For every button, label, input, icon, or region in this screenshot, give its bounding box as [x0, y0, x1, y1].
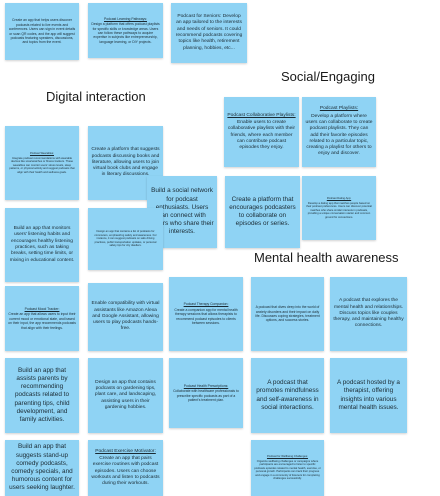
- note-body: Design an app that contains a list of po…: [94, 230, 157, 248]
- note-title: Podcast Wearables:: [29, 152, 54, 155]
- note-body: Create an app that allows users to input…: [8, 312, 76, 330]
- sticky-note-commuters[interactable]: Design an app that contains a list of po…: [88, 208, 163, 270]
- note-title: Podcast Learning Pathways:: [104, 16, 147, 21]
- sticky-note-anxiety-podcast[interactable]: A podcast that dives deep into the world…: [251, 277, 324, 351]
- sticky-note-dating-app[interactable]: Podcast Dating App: Develop a dating app…: [302, 176, 376, 240]
- heading-social-engaging: Social/Engaging: [281, 69, 375, 84]
- sticky-note-podcast-playlists[interactable]: Podcast Playlists: Develop a platform wh…: [302, 97, 376, 167]
- sticky-note-live-events[interactable]: Create an app that helps users discover …: [5, 3, 79, 60]
- heading-digital-interaction: Digital interaction: [46, 89, 146, 104]
- sticky-note-virtual-assistants[interactable]: Enable compatibility with virtual assist…: [88, 283, 163, 351]
- sticky-note-listening-habits[interactable]: Build an app that monitors users' listen…: [5, 208, 79, 282]
- note-title: Podcast Dating App:: [326, 197, 352, 200]
- note-body: Design a platform that offers podcast pl…: [91, 22, 160, 44]
- note-body: A podcast that explores the mental healt…: [333, 298, 404, 329]
- note-body: Build an app that monitors users' listen…: [9, 226, 75, 263]
- note-body: Enable compatibility with virtual assist…: [91, 301, 160, 332]
- sticky-note-comedy[interactable]: Build an app that suggests stand-up come…: [5, 440, 79, 496]
- note-body: Organize wellbeing challenges or campaig…: [254, 459, 321, 481]
- note-body: Design an app that contains podcasts on …: [94, 379, 157, 410]
- note-body: Podcast for Seniors: Develop an app tail…: [175, 14, 243, 51]
- note-title: Podcast Collaborative Playlists:: [227, 112, 296, 118]
- sticky-note-parenting[interactable]: Build an app that assists parents by rec…: [5, 358, 79, 433]
- note-body: Build an app that suggests stand-up come…: [9, 443, 75, 492]
- note-title: Podcast Therapy Companion:: [183, 302, 229, 307]
- sticky-note-book-clubs[interactable]: Create a platform that suggests podcasts…: [88, 126, 163, 200]
- note-body: A podcast hosted by a therapist, offerin…: [337, 379, 400, 411]
- heading-mental-health-awareness: Mental health awareness: [254, 250, 399, 265]
- note-body: Create a platform that encourages podcas…: [229, 195, 296, 228]
- note-body: Create a platform that suggests podcasts…: [91, 147, 160, 178]
- note-body: Collaborate with healthcare professional…: [173, 389, 239, 402]
- sticky-note-gardening[interactable]: Design an app that contains podcasts on …: [88, 358, 163, 433]
- note-body: Create a companion app for mental health…: [174, 307, 238, 326]
- note-title: Podcast Mood Tracker:: [24, 306, 60, 311]
- note-body: Build an app that assists parents by rec…: [14, 366, 70, 423]
- note-body: A podcast that dives deep into the world…: [255, 305, 320, 323]
- sticky-note-wearables[interactable]: Podcast Wearables: Integrate podcast rec…: [5, 126, 79, 200]
- sticky-note-seniors[interactable]: Podcast for Seniors: Develop an app tail…: [171, 3, 247, 63]
- note-body: Integrate podcast recommendations with w…: [9, 156, 75, 174]
- note-body: Create an app that helps users discover …: [8, 18, 76, 45]
- sticky-note-relationships-podcast[interactable]: A podcast that explores the mental healt…: [330, 277, 407, 351]
- note-body: Build a social network for podcast enthu…: [150, 187, 214, 236]
- sticky-note-wellbeing-challenges[interactable]: Podcast for Wellbeing Challenges: Organi…: [251, 440, 324, 496]
- sticky-note-mood-tracker[interactable]: Podcast Mood Tracker: Create an app that…: [5, 286, 79, 351]
- sticky-note-therapy-companion[interactable]: Podcast Therapy Companion: Create a comp…: [169, 277, 243, 351]
- note-body: Develop a dating app that matches people…: [306, 201, 372, 219]
- note-body: Create an app that pairs exercise routin…: [91, 455, 160, 487]
- note-body: A podcast that promotes mindfulness and …: [256, 379, 319, 411]
- note-title: Podcast Health Prescriptions:: [183, 383, 229, 388]
- sticky-note-exercise-motivator[interactable]: Podcast Exercise Motivator: Create an ap…: [88, 440, 163, 496]
- sticky-note-learning-pathways[interactable]: Podcast Learning Pathways: Design a plat…: [88, 3, 163, 58]
- note-title: Podcast for Wellbeing Challenges:: [266, 455, 309, 459]
- sticky-note-health-prescriptions[interactable]: Podcast Health Prescriptions: Collaborat…: [169, 358, 243, 428]
- sticky-note-mindfulness[interactable]: A podcast that promotes mindfulness and …: [251, 358, 324, 433]
- note-body: Enable users to create collaborative pla…: [227, 119, 296, 151]
- note-body: Develop a platform where users can colla…: [305, 113, 373, 157]
- sticky-note-therapist-hosted[interactable]: A podcast hosted by a therapist, offerin…: [330, 358, 407, 433]
- sticky-note-collaborate-podcasters[interactable]: Create a platform that encourages podcas…: [225, 176, 300, 248]
- note-title: Podcast Playlists:: [319, 106, 359, 112]
- note-title: Podcast Exercise Motivator:: [95, 448, 156, 454]
- sticky-note-collaborative-playlists[interactable]: Podcast Collaborative Playlists: Enable …: [224, 97, 299, 167]
